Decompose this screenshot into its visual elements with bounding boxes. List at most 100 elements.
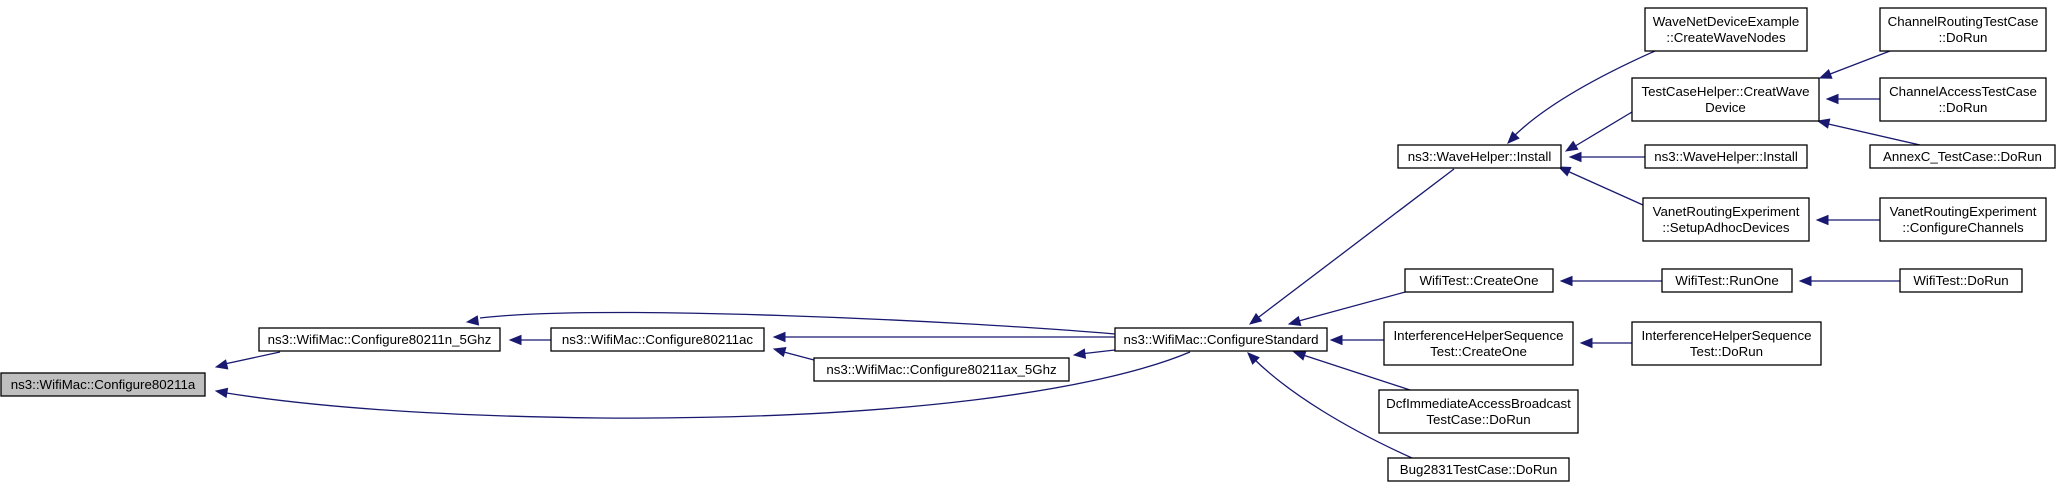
node-label: Device [1705, 100, 1746, 115]
arrowhead-icon [1329, 334, 1343, 346]
node-box [550, 327, 765, 352]
node-box [813, 357, 1070, 382]
node-label: ns3::WifiMac::Configure80211a [11, 377, 196, 392]
arrowhead-icon [1825, 93, 1839, 105]
arrowhead-icon [1557, 166, 1572, 177]
edge-waveinst-to-std [1248, 168, 1455, 325]
node-label: WaveNetDeviceExample [1653, 14, 1800, 29]
node-bug[interactable]: Bug2831TestCase::DoRun [1387, 457, 1570, 482]
node-box [1397, 144, 1562, 169]
node-label: ns3::WaveHelper::Install [1408, 149, 1552, 164]
edge-wifidorun-to-wifirun [1798, 275, 1900, 287]
arrowhead-icon [1248, 312, 1263, 325]
node-label: InterferenceHelperSequence [1393, 328, 1563, 343]
edge-line [219, 351, 1191, 419]
node-box [1879, 197, 2047, 242]
node-annex[interactable]: AnnexC_TestCase::DoRun [1869, 144, 2056, 169]
node-label: WifiTest::DoRun [1913, 273, 2008, 288]
node-label: WifiTest::CreateOne [1420, 273, 1539, 288]
edge-ihsdorun-to-ihscreate [1579, 337, 1632, 349]
node-wnde[interactable]: WaveNetDeviceExample::CreateWaveNodes [1644, 7, 1808, 52]
node-box [1404, 268, 1554, 293]
node-box [1899, 268, 2023, 293]
node-box [1879, 77, 2047, 122]
node-label: ChannelRoutingTestCase [1888, 14, 2039, 29]
node-box [1879, 7, 2047, 52]
node-box [1631, 321, 1822, 366]
node-label: ::SetupAdhocDevices [1662, 220, 1789, 235]
arrowhead-icon [1818, 68, 1833, 79]
node-wifidorun[interactable]: WifiTest::DoRun [1899, 268, 2023, 293]
node-box [1387, 457, 1570, 482]
edge-line [1571, 111, 1633, 149]
node-label: ns3::WifiMac::Configure80211n_5Ghz [268, 332, 492, 347]
node-label: DcfImmediateAccessBroadcast [1386, 396, 1571, 411]
node-label: ::ConfigureChannels [1902, 220, 2024, 235]
arrowhead-icon [772, 331, 786, 343]
node-ihscreate[interactable]: InterferenceHelperSequenceTest::CreateOn… [1383, 321, 1574, 366]
node-ax5[interactable]: ns3::WifiMac::Configure80211ax_5Ghz [813, 357, 1070, 382]
edge-tchcwd-to-waveinst [1564, 111, 1633, 152]
node-label: ChannelAccessTestCase [1889, 84, 2037, 99]
edge-line [1294, 290, 1410, 323]
node-n5ghz[interactable]: ns3::WifiMac::Configure80211n_5Ghz [258, 327, 501, 352]
arrowhead-icon [772, 346, 787, 358]
node-label: VanetRoutingExperiment [1890, 204, 2037, 219]
edge-waveinst2-to-waveinst [1568, 151, 1645, 163]
edge-line [1299, 353, 1411, 391]
arrowhead-icon [1559, 275, 1573, 287]
node-crtc[interactable]: ChannelRoutingTestCase::DoRun [1879, 7, 2047, 52]
arrowhead-icon [1815, 214, 1829, 226]
arrowhead-icon [1287, 315, 1302, 327]
arrowhead-icon [214, 387, 229, 399]
node-dcf[interactable]: DcfImmediateAccessBroadcastTestCase::DoR… [1378, 389, 1579, 434]
arrowhead-icon [1507, 131, 1520, 144]
node-ac[interactable]: ns3::WifiMac::Configure80211ac [550, 327, 765, 352]
node-label: Test::DoRun [1690, 344, 1763, 359]
arrowhead-icon [465, 315, 480, 326]
node-wifirun[interactable]: WifiTest::RunOne [1661, 268, 1793, 293]
arrowhead-icon [1579, 337, 1593, 349]
node-waveinst2[interactable]: ns3::WaveHelper::Install [1644, 144, 1808, 169]
node-label: TestCaseHelper::CreatWave [1642, 84, 1810, 99]
edge-catc-to-tchcwd [1825, 93, 1880, 105]
node-std[interactable]: ns3::WifiMac::ConfigureStandard [1114, 327, 1328, 352]
node-label: ::DoRun [1939, 30, 1988, 45]
edge-n5ghz-to-root [214, 351, 281, 370]
node-box [1869, 144, 2056, 169]
node-label: VanetRoutingExperiment [1653, 204, 1800, 219]
node-label: ns3::WifiMac::Configure80211ac [562, 332, 754, 347]
arrowhead-icon [1568, 151, 1582, 163]
node-box [1378, 389, 1579, 434]
edge-wificreate-to-std [1287, 290, 1410, 327]
node-label: ns3::WaveHelper::Install [1654, 149, 1798, 164]
node-label: Bug2831TestCase::DoRun [1400, 462, 1557, 477]
edge-vresad-to-waveinst [1557, 166, 1644, 206]
edge-std-to-n5ghz [465, 311, 1116, 335]
edge-line [1079, 349, 1116, 355]
node-wificreate[interactable]: WifiTest::CreateOne [1404, 268, 1554, 293]
node-catc[interactable]: ChannelAccessTestCase::DoRun [1879, 77, 2047, 122]
node-label: WifiTest::RunOne [1675, 273, 1778, 288]
arrowhead-icon [1072, 348, 1087, 359]
node-vrecc[interactable]: VanetRoutingExperiment::ConfigureChannel… [1879, 197, 2047, 242]
edges-layer [214, 50, 1921, 459]
node-box [258, 327, 501, 352]
node-waveinst[interactable]: ns3::WaveHelper::Install [1397, 144, 1562, 169]
node-vresad[interactable]: VanetRoutingExperiment::SetupAdhocDevice… [1642, 197, 1810, 242]
node-label: ns3::WifiMac::ConfigureStandard [1123, 332, 1318, 347]
edge-line [1823, 122, 1921, 146]
edge-line [779, 350, 815, 361]
edge-line [1564, 169, 1644, 206]
edge-vrecc-to-vresad [1815, 214, 1880, 226]
edge-ihscreate-to-std [1329, 334, 1384, 346]
node-box [1642, 197, 1810, 242]
edge-std-to-root [214, 351, 1191, 419]
node-root[interactable]: ns3::WifiMac::Configure80211a [0, 372, 206, 397]
node-label: TestCase::DoRun [1426, 412, 1530, 427]
arrowhead-icon [508, 334, 522, 346]
edge-wifirun-to-wificreate [1559, 275, 1662, 287]
node-box [1383, 321, 1574, 366]
